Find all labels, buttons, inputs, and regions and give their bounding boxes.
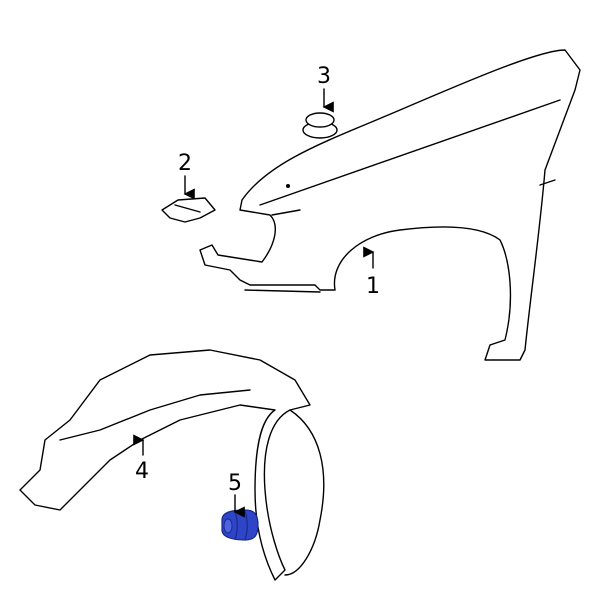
callout-4: 4 [133, 434, 149, 484]
bushing-part-5[interactable] [221, 509, 259, 541]
callout-5: 5 [228, 471, 245, 518]
svg-text:3: 3 [317, 64, 331, 89]
grommet-part-3[interactable] [302, 112, 338, 139]
bracket-part-2[interactable] [161, 197, 216, 223]
liner-part-4[interactable] [19, 349, 325, 581]
fender-part-1[interactable] [199, 49, 581, 361]
svg-text:2: 2 [178, 151, 192, 176]
callout-2: 2 [178, 151, 195, 200]
callout-1: 1 [363, 246, 380, 299]
svg-text:4: 4 [135, 459, 149, 484]
svg-text:1: 1 [366, 274, 380, 299]
callout-3: 3 [317, 64, 334, 113]
svg-text:5: 5 [228, 471, 242, 496]
